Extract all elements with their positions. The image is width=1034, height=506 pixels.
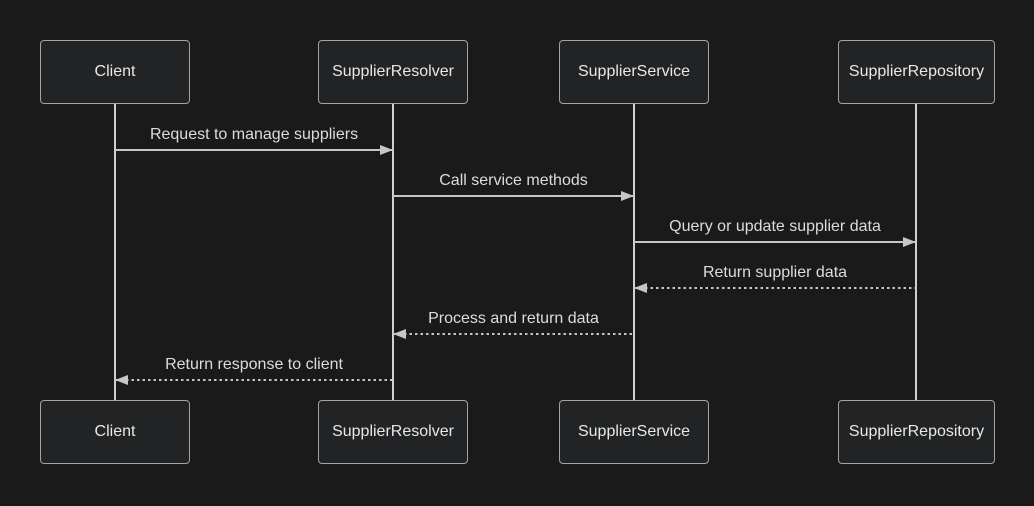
- actor-supplier-service-top: SupplierService: [559, 40, 709, 104]
- actor-supplier-service-bottom: SupplierService: [559, 400, 709, 464]
- lifeline-supplier-repository: [915, 104, 917, 401]
- actor-supplier-repository-label: SupplierRepository: [848, 423, 985, 440]
- message-line-dotted: [115, 379, 393, 381]
- actor-supplier-repository-bottom: SupplierRepository: [838, 400, 995, 464]
- actor-supplier-repository-top: SupplierRepository: [838, 40, 995, 104]
- message-line-dotted: [634, 287, 916, 289]
- arrowhead-left-icon: [115, 375, 128, 385]
- actor-client-label: Client: [94, 423, 136, 440]
- arrowhead-right-icon: [621, 191, 634, 201]
- lifeline-supplier-resolver: [392, 104, 394, 401]
- actor-supplier-service-label: SupplierService: [577, 63, 691, 80]
- actor-supplier-resolver-bottom: SupplierResolver: [318, 400, 468, 464]
- message-line-solid: [634, 241, 916, 243]
- message-label: Query or update supplier data: [669, 218, 881, 235]
- arrowhead-left-icon: [634, 283, 647, 293]
- arrowhead-right-icon: [903, 237, 916, 247]
- message-line-solid: [393, 195, 634, 197]
- actor-client-label: Client: [94, 63, 136, 80]
- lifeline-client: [114, 104, 116, 401]
- message-label: Call service methods: [439, 172, 588, 189]
- message-line-dotted: [393, 333, 634, 335]
- message-label: Return response to client: [165, 356, 343, 373]
- arrowhead-left-icon: [393, 329, 406, 339]
- message-label: Process and return data: [428, 310, 599, 327]
- lifeline-supplier-service: [633, 104, 635, 401]
- message-line-solid: [115, 149, 393, 151]
- actor-supplier-service-label: SupplierService: [577, 423, 691, 440]
- actor-supplier-resolver-label: SupplierResolver: [332, 63, 454, 80]
- message-label: Request to manage suppliers: [149, 126, 359, 143]
- actor-client-top: Client: [40, 40, 190, 104]
- arrowhead-right-icon: [380, 145, 393, 155]
- actor-client-bottom: Client: [40, 400, 190, 464]
- actor-supplier-resolver-label: SupplierResolver: [332, 423, 454, 440]
- message-label: Return supplier data: [702, 264, 848, 281]
- actor-supplier-repository-label: SupplierRepository: [848, 63, 985, 80]
- actor-supplier-resolver-top: SupplierResolver: [318, 40, 468, 104]
